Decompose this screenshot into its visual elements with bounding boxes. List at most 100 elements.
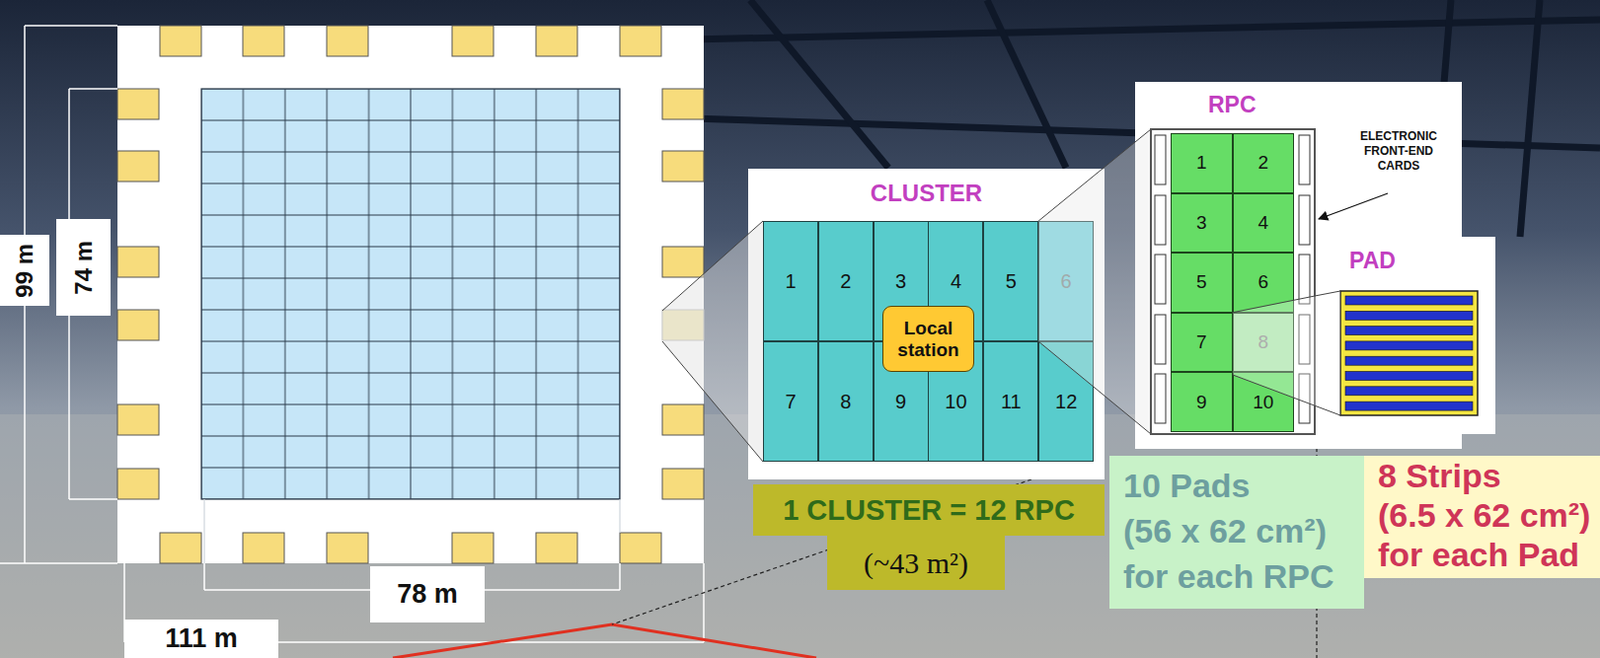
front-end-card bbox=[1154, 314, 1166, 365]
readout-strip bbox=[1345, 386, 1473, 396]
local-station-symbol bbox=[326, 533, 369, 564]
caption-text: (~43 m²) bbox=[863, 546, 969, 581]
local-station-symbol bbox=[662, 246, 704, 278]
readout-strip bbox=[1345, 326, 1473, 336]
rpc-chamber: 2 bbox=[818, 221, 874, 342]
readout-pad: 3 bbox=[1170, 193, 1233, 254]
front-end-card bbox=[1298, 135, 1310, 185]
pad-number: 8 bbox=[1257, 331, 1269, 354]
pad-number: 10 bbox=[1252, 391, 1274, 414]
readout-pad: 6 bbox=[1232, 252, 1296, 313]
pad-number: 2 bbox=[1257, 152, 1269, 174]
rpc-chamber: 7 bbox=[762, 341, 819, 462]
zoom-line bbox=[662, 221, 763, 311]
local-station-symbol bbox=[117, 246, 159, 278]
pad-number: 3 bbox=[1196, 212, 1208, 234]
front-end-card bbox=[1298, 314, 1310, 365]
readout-strip bbox=[1345, 296, 1473, 305]
readout-strip bbox=[1345, 372, 1473, 381]
readout-strip bbox=[1345, 356, 1473, 366]
rpc-number: 2 bbox=[839, 270, 851, 294]
dimension-line bbox=[24, 24, 118, 27]
rpc-chamber: 1 bbox=[762, 221, 819, 342]
pad-number: 6 bbox=[1257, 271, 1269, 294]
roof-beam bbox=[690, 19, 1600, 40]
front-end-card bbox=[1154, 254, 1166, 305]
dimension-text: 78 m bbox=[396, 579, 458, 610]
zoom-wedge bbox=[1232, 291, 1341, 416]
front-end-card bbox=[1298, 374, 1310, 424]
roof-beam bbox=[1520, 0, 1540, 237]
rpc-chamber: 11 bbox=[983, 341, 1039, 462]
pad-strips bbox=[1340, 291, 1478, 416]
zoom-line bbox=[1232, 296, 1316, 313]
front-end-cards bbox=[1154, 135, 1310, 424]
local-station-text: Local station bbox=[883, 317, 974, 362]
dimension-line bbox=[69, 87, 118, 90]
dimension-line bbox=[618, 563, 621, 591]
zoom-line bbox=[1314, 291, 1341, 297]
rpc-number: 8 bbox=[839, 390, 851, 414]
rpc-outline bbox=[1150, 129, 1315, 435]
dimension-box: 111 m bbox=[124, 619, 279, 658]
dimension-box: 74 m bbox=[56, 219, 111, 316]
note-text: 10 Pads (56 x 62 cm²) for each RPC bbox=[1123, 462, 1347, 600]
pad-number: 9 bbox=[1196, 391, 1208, 414]
readout-pad: 7 bbox=[1170, 312, 1233, 374]
zoom-line bbox=[662, 341, 763, 462]
caption-box: 1 CLUSTER = 12 RPC bbox=[753, 484, 1105, 536]
local-station-symbol bbox=[117, 88, 159, 120]
dimension-line bbox=[618, 499, 620, 534]
front-end-card bbox=[1298, 195, 1310, 245]
local-station-symbol bbox=[117, 404, 159, 436]
readout-pad: 8 bbox=[1232, 312, 1296, 374]
local-station-symbol bbox=[619, 533, 662, 564]
rpc-number: 6 bbox=[1061, 270, 1072, 294]
panel-title: PAD bbox=[1349, 247, 1396, 275]
zoom-line bbox=[1038, 341, 1151, 435]
rpc-number: 10 bbox=[944, 390, 967, 414]
dimension-lines bbox=[0, 25, 704, 643]
zoom-wedge bbox=[1038, 129, 1151, 435]
wrap-spacer bbox=[1271, 462, 1365, 509]
local-station-symbol bbox=[159, 533, 202, 564]
front-end-card bbox=[1298, 254, 1310, 305]
dimension-ticks bbox=[204, 499, 620, 564]
local-station-symbol bbox=[117, 468, 159, 500]
local-station-symbol bbox=[535, 533, 578, 564]
dimension-text: 111 m bbox=[164, 623, 238, 655]
rpc-number: 12 bbox=[1055, 390, 1077, 414]
caption-text: 1 CLUSTER = 12 RPC bbox=[782, 494, 1075, 528]
local-station-symbol bbox=[117, 309, 159, 341]
wrap-spacer bbox=[1525, 456, 1600, 496]
array-area bbox=[117, 25, 704, 564]
rpc-number: 4 bbox=[950, 270, 962, 294]
caption-box: (~43 m²) bbox=[827, 535, 1005, 591]
dimension-box: 99 m bbox=[0, 234, 50, 306]
local-station-symbol bbox=[242, 533, 285, 564]
rpc-chamber: 12 bbox=[1038, 341, 1094, 462]
local-station-box: Local station bbox=[882, 305, 975, 373]
note-box: 8 Strips (6.5 x 62 cm²) for each Pad bbox=[1364, 456, 1600, 579]
dimension-text: 99 m bbox=[10, 243, 39, 299]
readout-pad: 10 bbox=[1232, 372, 1296, 433]
dimension-line bbox=[203, 499, 205, 564]
dimension-line bbox=[203, 563, 206, 591]
roof-beam bbox=[987, 0, 1067, 168]
annotation-text: ELECTRONIC FRONT-END CARDS bbox=[1352, 129, 1446, 174]
readout-strip bbox=[1345, 401, 1473, 411]
front-end-card bbox=[1154, 195, 1166, 245]
pad-number: 1 bbox=[1196, 152, 1208, 174]
readout-pad: 5 bbox=[1170, 252, 1233, 313]
panel-title: CLUSTER bbox=[870, 179, 983, 208]
pad-number: 4 bbox=[1257, 212, 1269, 234]
rpc-number: 1 bbox=[784, 270, 796, 294]
local-station-symbol bbox=[242, 25, 285, 57]
local-station-symbol bbox=[452, 25, 494, 57]
local-station-symbol bbox=[662, 88, 704, 120]
pad-number: 7 bbox=[1196, 331, 1208, 354]
readout-pad: 1 bbox=[1170, 133, 1233, 194]
pad-panel: PAD bbox=[1314, 236, 1496, 435]
